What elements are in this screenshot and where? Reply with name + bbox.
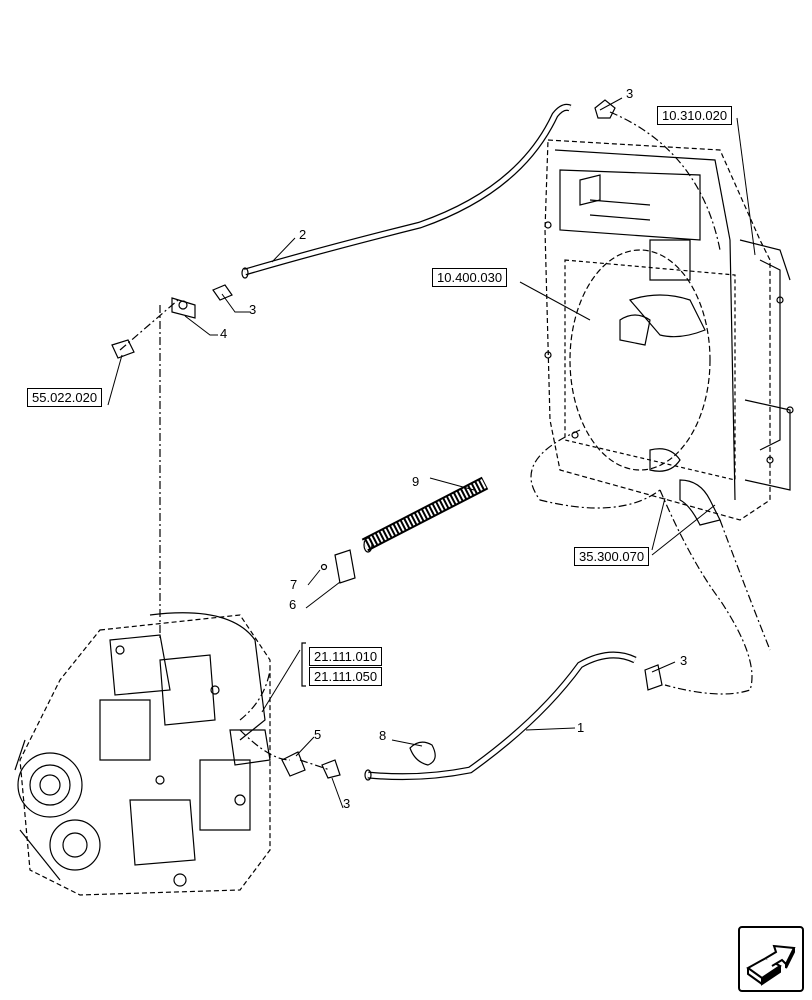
clip-6 [320,549,356,584]
callout-number: 3 [680,653,688,668]
callout-number: 9 [412,474,420,489]
protective-sleeve-9 [361,476,489,553]
leader-lines [107,97,756,809]
callout-number: 6 [289,597,297,612]
dashed-routing-lines [119,111,771,771]
fitting-5 [281,751,306,777]
next-page-arrow-icon[interactable] [738,926,804,992]
callout-number: 3 [343,796,351,811]
reference-label[interactable]: 10.310.020 [657,106,733,125]
reference-bracket [301,642,306,687]
tee-fitting-4 [171,297,196,319]
fitting-elbow-3-bottom [321,759,341,779]
callout-number: 5 [314,727,322,742]
transmission-assembly [14,612,271,896]
callout-number: 2 [299,227,307,242]
radiator-assembly [544,139,794,526]
callout-number: 7 [290,577,298,592]
fitting-elbow-3-mid [212,284,233,301]
callout-number: 1 [577,720,585,735]
hose-2 [241,103,572,279]
reference-label[interactable]: 10.400.030 [432,268,508,287]
callout-number: 3 [249,302,257,317]
hose-1 [364,651,637,781]
reference-label[interactable]: 21.111.050 [309,667,383,686]
hose-clamp-8 [409,741,436,766]
callout-number: 3 [626,86,634,101]
callout-number: 4 [220,326,228,341]
reference-label[interactable]: 21.111.010 [309,647,383,666]
sensor-55-022-020 [111,339,135,359]
arrow-icon-graphic [746,944,796,986]
callout-number: 8 [379,728,387,743]
reference-label[interactable]: 35.300.070 [574,547,650,566]
fitting-elbow-3-top [594,99,616,119]
fitting-elbow-3-right [644,664,663,691]
reference-label[interactable]: 55.022.020 [27,388,103,407]
